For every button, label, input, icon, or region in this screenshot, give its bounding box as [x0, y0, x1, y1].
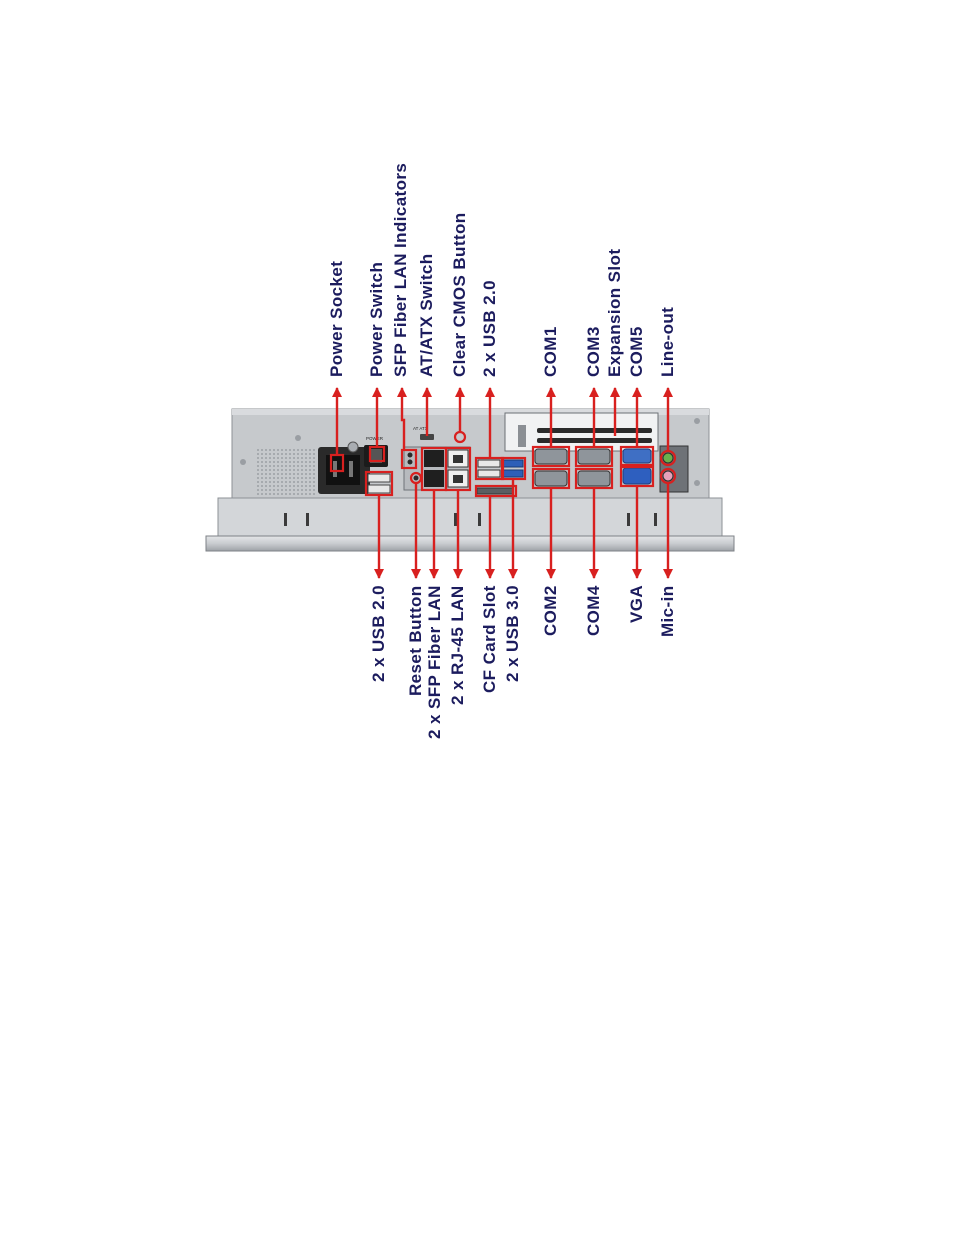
- label-power-socket: Power Socket: [327, 260, 346, 377]
- label-com4: COM4: [584, 585, 603, 636]
- label-sfp-fiber-lan: 2 x SFP Fiber LAN: [425, 585, 444, 739]
- power-switch-print: POWER: [366, 436, 384, 441]
- label-expansion-slot: Expansion Slot: [605, 248, 624, 377]
- label-sfp-fiber-lan-indicators: SFP Fiber LAN Indicators: [391, 162, 410, 377]
- label-cf-card-slot: CF Card Slot: [480, 585, 499, 693]
- label-vga: VGA: [627, 584, 646, 623]
- label-at-atx-switch: AT/ATX Switch: [417, 253, 436, 377]
- label-mic-in: Mic-in: [658, 585, 677, 637]
- front-bezel: [205, 497, 735, 552]
- vent-grille: [255, 447, 315, 495]
- label-usb20-bottom: 2 x USB 2.0: [369, 584, 388, 682]
- label-com3: COM3: [584, 326, 603, 377]
- label-power-switch: Power Switch: [367, 261, 386, 377]
- com-ports-graphic: [534, 448, 652, 487]
- label-com1: COM1: [541, 326, 560, 377]
- callout-arrows: [331, 386, 674, 580]
- label-usb30: 2 x USB 3.0: [503, 584, 522, 682]
- label-clear-cmos-button: Clear CMOS Button: [450, 212, 469, 377]
- usb20-left-graphic: [367, 473, 391, 494]
- label-usb20-top: 2 x USB 2.0: [480, 279, 499, 377]
- atatx-print: AT ATX: [413, 426, 428, 431]
- label-reset-button: Reset Button: [406, 585, 425, 696]
- expansion-slot-bracket: [504, 412, 659, 452]
- label-com2: COM2: [541, 585, 560, 636]
- arrow-sfp-indicators: [396, 386, 408, 450]
- label-rj45-lan: 2 x RJ-45 LAN: [448, 585, 467, 705]
- label-com5: COM5: [627, 326, 646, 377]
- label-line-out: Line-out: [658, 306, 677, 377]
